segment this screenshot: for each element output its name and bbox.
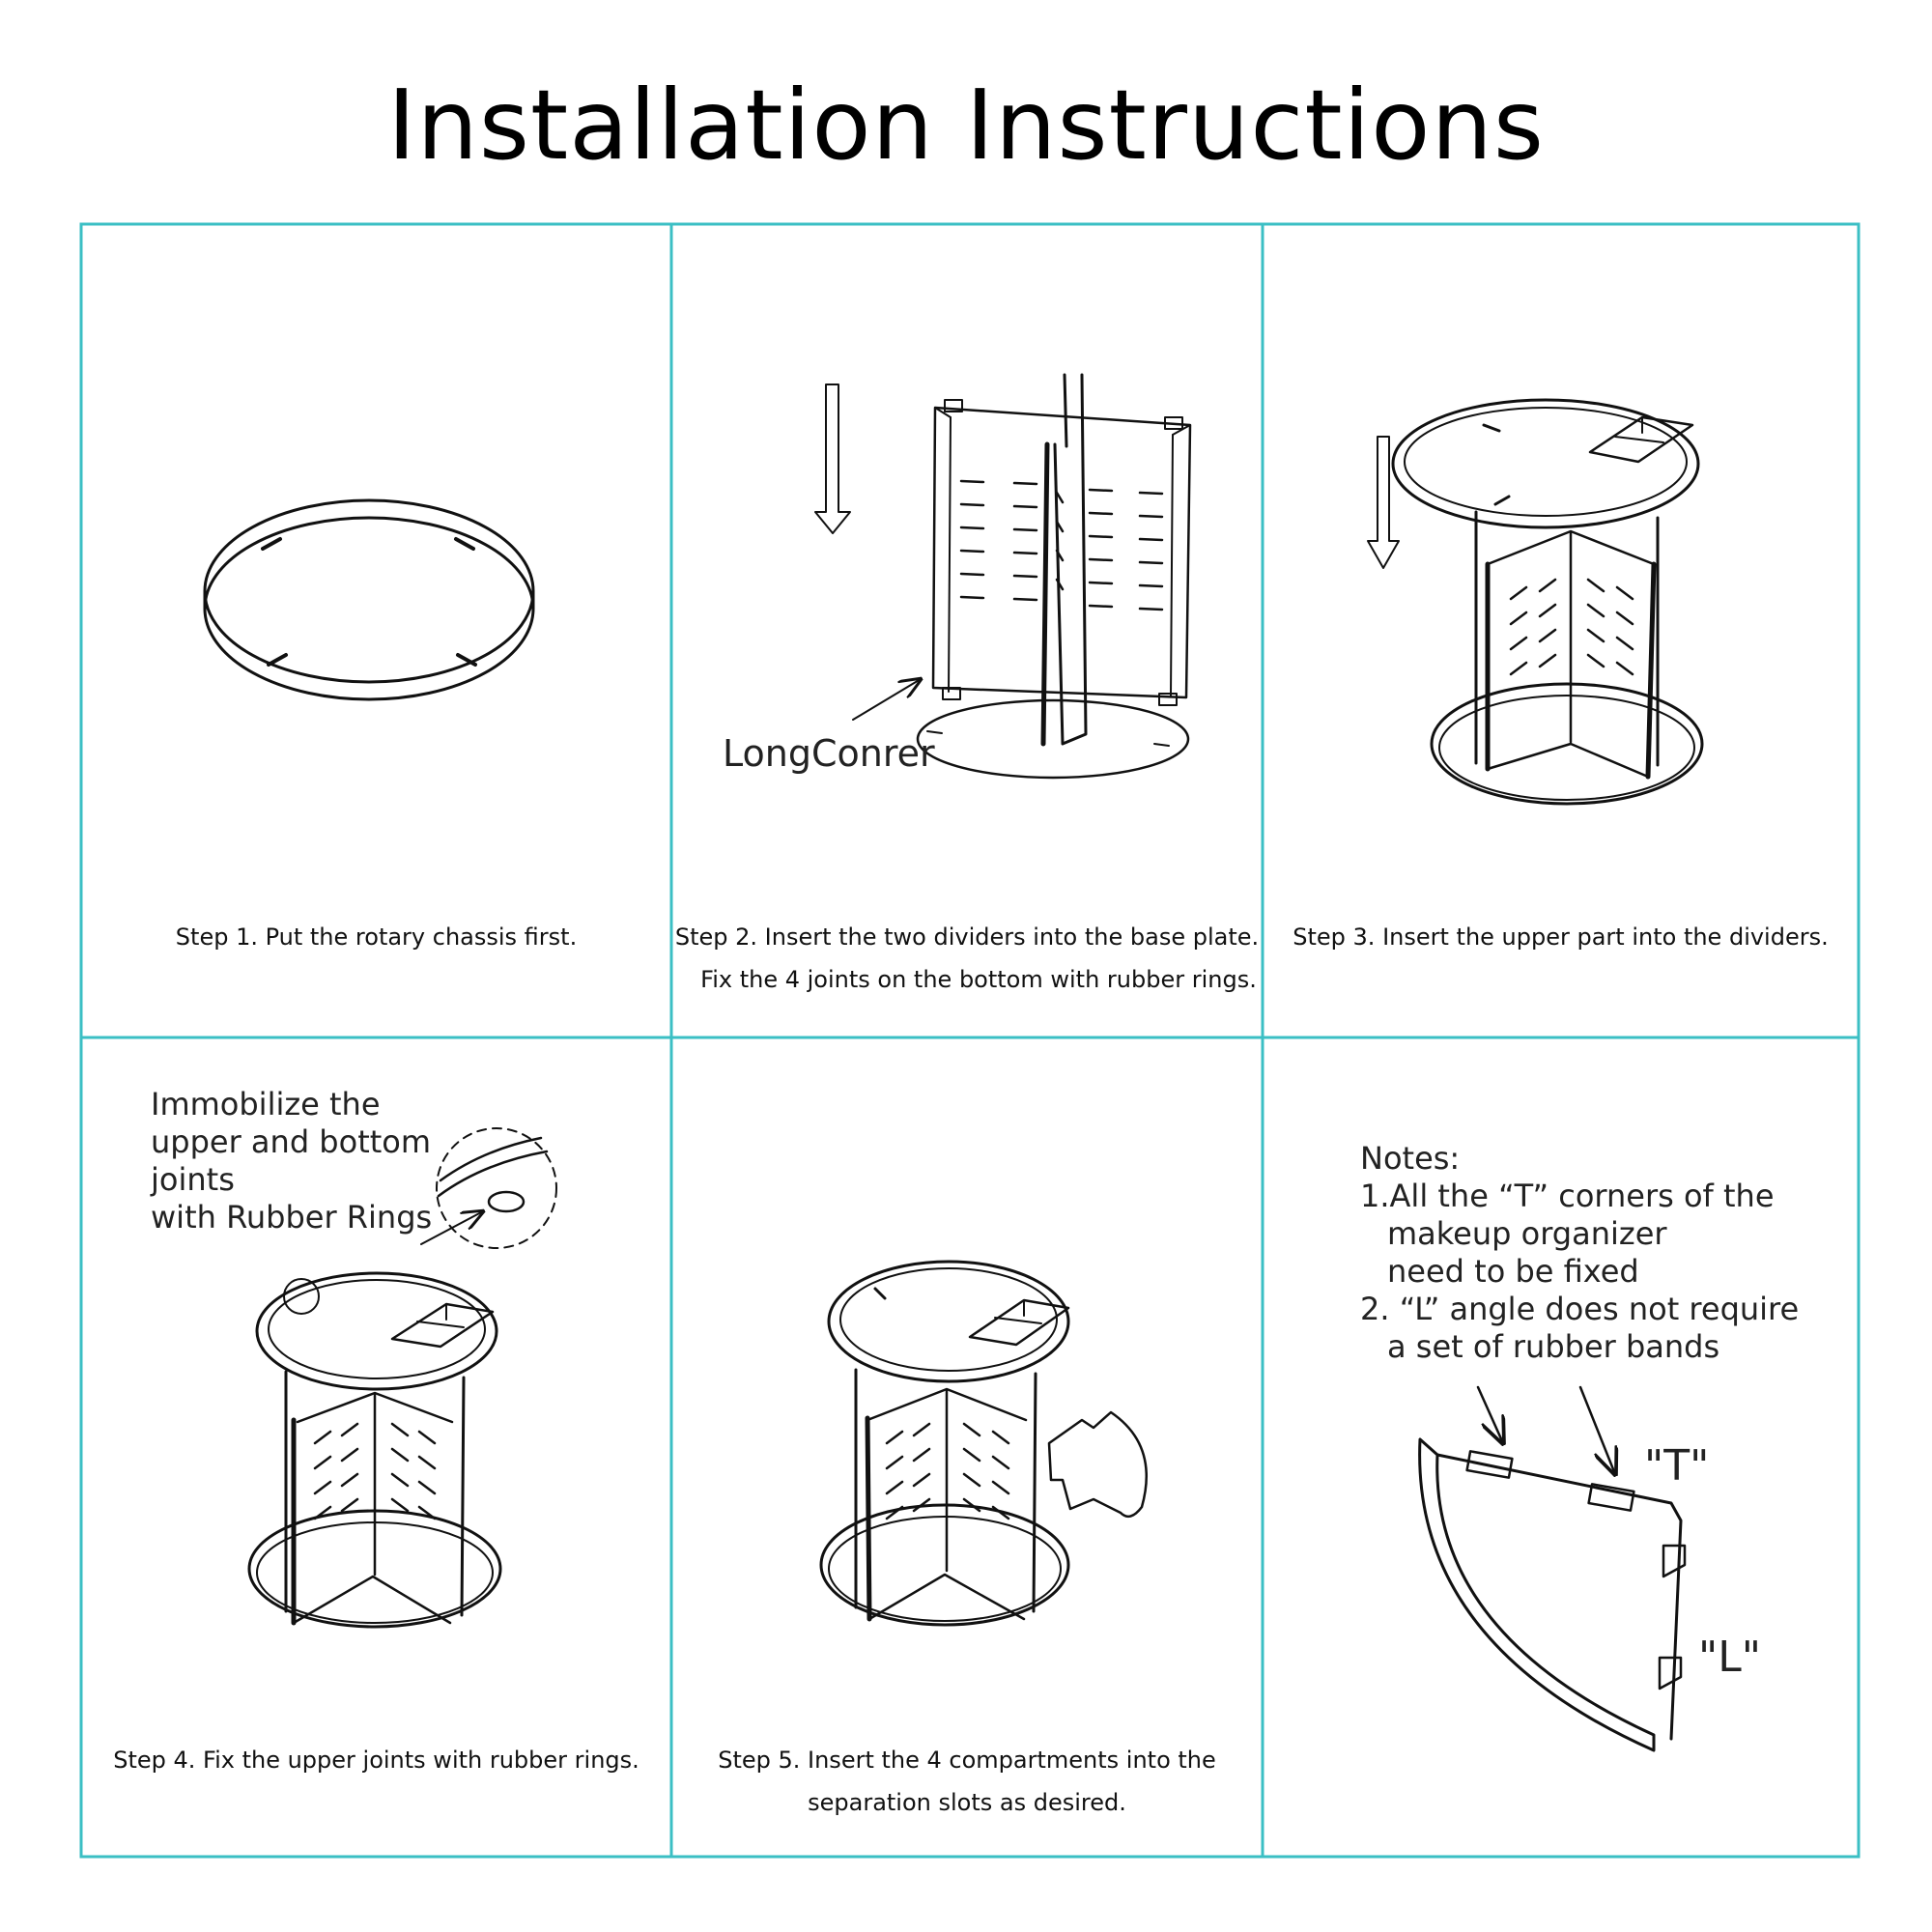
step-5-line-2: separation slots as desired. (808, 1789, 1126, 1816)
callout-line-3: joints (151, 1161, 235, 1198)
step-2-caption: Step 2. Insert the two dividers into the… (671, 916, 1263, 1001)
notes-block: Notes: 1.All the “T” corners of the make… (1360, 1140, 1799, 1366)
callout-line-2: upper and bottom (151, 1123, 432, 1160)
callout-line-1: Immobilize the (151, 1086, 381, 1122)
step-grid (79, 222, 1861, 1859)
corner-types-drawing (1418, 1385, 1687, 1752)
notes-line-1: 1.All the “T” corners of the (1360, 1178, 1775, 1214)
step-1-caption: Step 1. Put the rotary chassis first. (175, 923, 578, 951)
rotary-chassis-drawing (203, 498, 535, 701)
notes-line-4: 2. “L” angle does not require (1360, 1291, 1800, 1327)
step-4-caption: Step 4. Fix the upper joints with rubber… (113, 1747, 639, 1774)
upper-part-drawing (1367, 398, 1704, 806)
long-corner-label: LongConrer (723, 732, 935, 775)
rubber-ring-drawing (247, 1127, 557, 1629)
step-5-line-1: Step 5. Insert the 4 compartments into t… (718, 1747, 1216, 1774)
compartments-drawing (819, 1260, 1149, 1627)
notes-line-3: need to be fixed (1387, 1253, 1639, 1290)
step-3-caption: Step 3. Insert the upper part into the d… (1293, 923, 1829, 951)
step-2-line-1: Step 2. Insert the two dividers into the… (674, 923, 1260, 951)
callout-line-4: with Rubber Rings (151, 1199, 433, 1236)
step-5-caption: Step 5. Insert the 4 compartments into t… (671, 1739, 1263, 1824)
step-2-line-2: Fix the 4 joints on the bottom with rubb… (700, 966, 1257, 993)
rubber-ring-callout: Immobilize the upper and bottom joints w… (151, 1086, 432, 1236)
t-corner-label: "T" (1644, 1441, 1710, 1491)
notes-heading: Notes: (1360, 1140, 1461, 1177)
page-title: Installation Instructions (387, 69, 1545, 182)
notes-line-2: makeup organizer (1387, 1215, 1667, 1252)
notes-line-5: a set of rubber bands (1387, 1328, 1720, 1365)
l-corner-label: "L" (1698, 1633, 1761, 1682)
dividers-drawing (814, 373, 1192, 780)
